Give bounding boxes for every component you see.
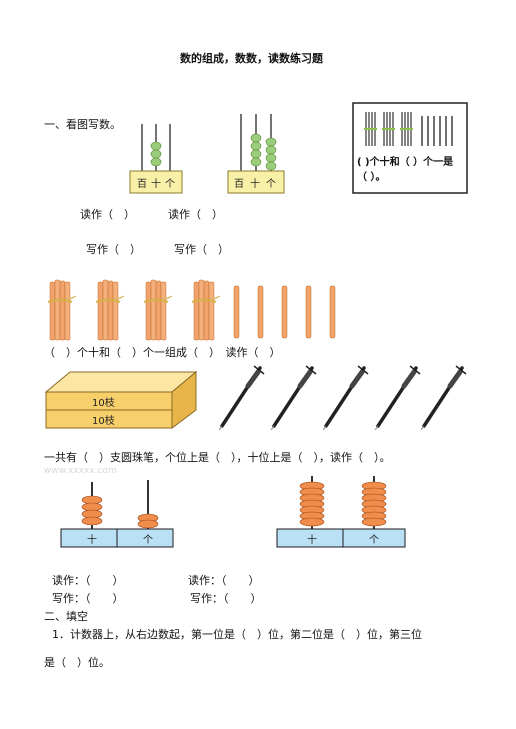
counter-1-label-ones: 个 [143,535,153,546]
read-answer-2: 读作（ ） [168,208,223,221]
pen-boxes [44,370,198,429]
counter-1-write: 写作：（ ） [52,592,124,605]
watermark: www.xxxxx.com [44,466,117,476]
section-heading-2: 二、填空 [44,610,88,623]
sticks-picture [47,279,336,341]
abacus-1-label-hundreds: 百 [137,179,147,190]
pens-picture [214,364,470,430]
box-label-1: 10枝 [92,398,115,409]
counter-1 [60,480,174,548]
counter-2 [276,476,406,548]
abacus-1-label-tens: 十 [151,179,161,190]
box-label-2: 10枝 [92,416,115,427]
stick-bundles-picture [352,102,468,194]
write-answer-1: 写作（ ） [86,243,141,256]
abacus-2 [227,114,285,194]
read-answer-1: 读作（ ） [80,208,135,221]
counter-1-label-tens: 十 [87,535,97,546]
abacus-2-label-hundreds: 百 [234,179,244,190]
abacus-1-label-ones: 个 [165,179,175,190]
counter-2-read: 读作：（ ） [188,574,260,587]
counter-1-read: 读作：（ ） [52,574,124,587]
abacus-1 [129,124,183,194]
write-answer-2: 写作（ ） [174,243,229,256]
abacus-2-label-tens: 十 [250,179,260,190]
page-title: 数的组成，数数，读数练习题 [180,52,323,65]
counter-2-label-ones: 个 [369,535,379,546]
question-1-line-2: 是（ ）位。 [44,656,110,669]
section-heading-1: 一、看图写数。 [44,118,121,131]
abacus-2-label-ones: 个 [266,179,276,190]
question-1-line-1: 1．计数器上，从右边数起，第一位是（ ）位，第二位是（ ）位，第三位 [52,628,422,641]
sticks-question: （ ）个十和（ ）个一组成（ ） 读作（ ） [44,346,281,359]
pens-question: 一共有（ ）支圆珠笔，个位上是（ ），十位上是（ ），读作（ ）。 [44,451,391,464]
counter-2-write: 写作：（ ） [190,592,262,605]
picture-question-text: ( )个十和（ ）个一是（ ）。 [357,157,454,183]
counter-2-label-tens: 十 [307,535,317,546]
